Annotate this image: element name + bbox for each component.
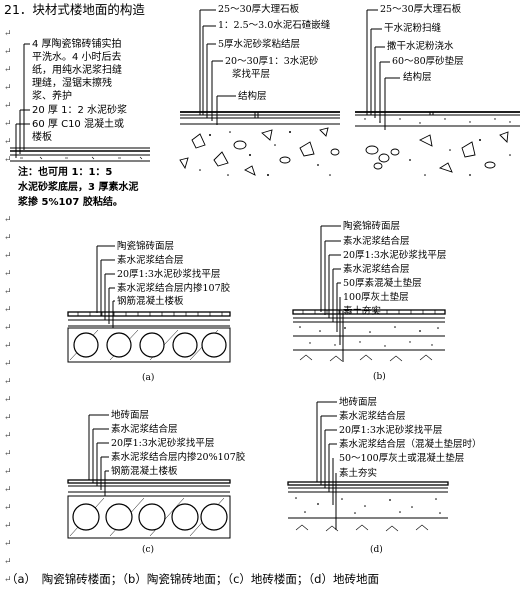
return-mark: ↵ (4, 251, 12, 261)
return-mark: ↵ (4, 575, 12, 585)
return-mark: ↵ (4, 215, 12, 225)
return-mark: ↵ (4, 269, 12, 279)
return-mark: ↵ (4, 155, 12, 165)
return-mark: ↵ (4, 431, 12, 441)
a-label: 素水泥浆结合层 (117, 255, 184, 266)
return-mark: ↵ (4, 65, 12, 75)
return-mark: ↵ (4, 137, 12, 147)
return-mark: ↵ (4, 449, 12, 459)
left-note-line: 楼板 (32, 132, 52, 143)
return-mark: ↵ (4, 557, 12, 567)
return-mark: ↵ (4, 287, 12, 297)
return-mark: ↵ (4, 467, 12, 477)
b-label: 100厚灰土垫层 (343, 292, 409, 303)
label-screed-2: 浆找平层 (232, 69, 271, 80)
page-title: 21．块材式楼地面的构造 (4, 2, 145, 17)
diagram-d (287, 401, 449, 532)
return-mark: ↵ (4, 233, 12, 243)
label-bond: 5厚水泥砂浆粘结层 (218, 39, 301, 50)
b-label: 素水泥浆结合层 (343, 236, 410, 247)
return-mark: ↵ (4, 359, 12, 369)
top-right-section (355, 9, 520, 176)
c-label: 素水泥浆结合层 (111, 424, 178, 435)
label-screed: 20～30厚1：3水泥砂 (225, 56, 319, 67)
d-label: 素水泥浆结合层（混凝土垫层时） (339, 439, 482, 450)
return-mark: ↵ (4, 413, 12, 423)
diagram-c (67, 414, 231, 539)
caption-a: (a) (142, 373, 155, 383)
b-label: 素水泥浆结合层 (343, 264, 410, 275)
return-mark: ↵ (4, 119, 12, 129)
a-label: 陶瓷锦砖面层 (117, 241, 175, 252)
label-structure: 结构层 (238, 91, 267, 102)
note-line: 水泥砂浆底层，3 厚素水泥 (18, 182, 139, 193)
caption-c: (c) (142, 545, 155, 555)
c-label: 地砖面层 (111, 410, 150, 421)
label-structure: 结构层 (403, 72, 432, 83)
return-mark: ↵ (4, 47, 12, 57)
b-label: 50厚素混凝土垫层 (343, 278, 422, 289)
left-note-line: 理缝，湿锯末擦残 (32, 78, 112, 89)
return-mark: ↵ (4, 29, 12, 39)
left-note-line: 60 厚 C10 混凝土或 (32, 119, 124, 130)
c-label: 钢筋混凝土楼板 (111, 466, 178, 477)
label-grout: 1：2.5～3.0水泥石碴嵌缝 (218, 20, 331, 31)
d-label: 地砖面层 (339, 397, 378, 408)
return-mark: ↵ (4, 83, 12, 93)
left-note-line: 纸，用纯水泥浆扫缝 (32, 65, 122, 76)
label-sweep: 干水泥粉扫缝 (384, 23, 442, 34)
b-label: 20厚1:3水泥砂浆找平层 (343, 250, 447, 261)
return-mark: ↵ (4, 377, 12, 387)
b-label: 陶瓷锦砖面层 (343, 221, 401, 232)
d-label: 素土夯实 (339, 468, 378, 479)
left-section (10, 43, 150, 162)
d-label: 50～100厚灰土或混凝土垫层 (339, 453, 465, 464)
left-note-line: 平洗水。4 小时后去 (32, 52, 122, 63)
return-mark: ↵ (4, 101, 12, 111)
c-label: 素水泥浆结合层内掺20%107胶 (111, 452, 246, 463)
d-label: 素水泥浆结合层 (339, 411, 406, 422)
c-label: 20厚1:3水泥砂浆找平层 (111, 438, 215, 449)
label-sand: 60～80厚砂垫层 (392, 56, 464, 67)
return-mark: ↵ (4, 521, 12, 531)
left-note-line: 4 厚陶瓷锦砖铺实拍 (32, 39, 122, 50)
return-mark: ↵ (4, 539, 12, 549)
return-mark: ↵ (4, 485, 12, 495)
return-mark: ↵ (4, 503, 12, 513)
return-mark: ↵ (4, 323, 12, 333)
caption-d: (d) (370, 545, 383, 555)
a-label: 钢筋混凝土楼板 (117, 296, 184, 307)
return-mark: ↵ (4, 395, 12, 405)
d-label: 20厚1:3水泥砂浆找平层 (339, 425, 443, 436)
label-marble: 25～30厚大理石板 (218, 4, 300, 15)
left-note-line: 20 厚 1：2 水泥砂浆 (32, 105, 127, 116)
label-sprinkle: 撒干水泥粉浇水 (387, 41, 454, 52)
note-line: 注：也可用 1：1：5 (18, 167, 113, 178)
return-mark: ↵ (4, 341, 12, 351)
a-label: 20厚1:3水泥砂浆找平层 (117, 269, 221, 280)
return-mark: ↵ (4, 305, 12, 315)
caption-b: (b) (373, 372, 386, 382)
diagram-a (67, 245, 231, 363)
diagram-b (292, 225, 446, 362)
left-note-line: 浆、养护 (32, 91, 72, 102)
note-line: 浆掺 5%107 胶粘结。 (18, 197, 123, 208)
b-label: 素土夯实 (343, 306, 382, 317)
top-middle-section (179, 9, 340, 176)
label-marble: 25～30厚大理石板 (380, 4, 462, 15)
a-label: 素水泥浆结合层内掺107胶 (117, 283, 231, 294)
figure-caption: （a） 陶瓷锦砖楼面；（b）陶瓷锦砖地面；（c）地砖楼面；（d）地砖地面 (6, 572, 379, 586)
